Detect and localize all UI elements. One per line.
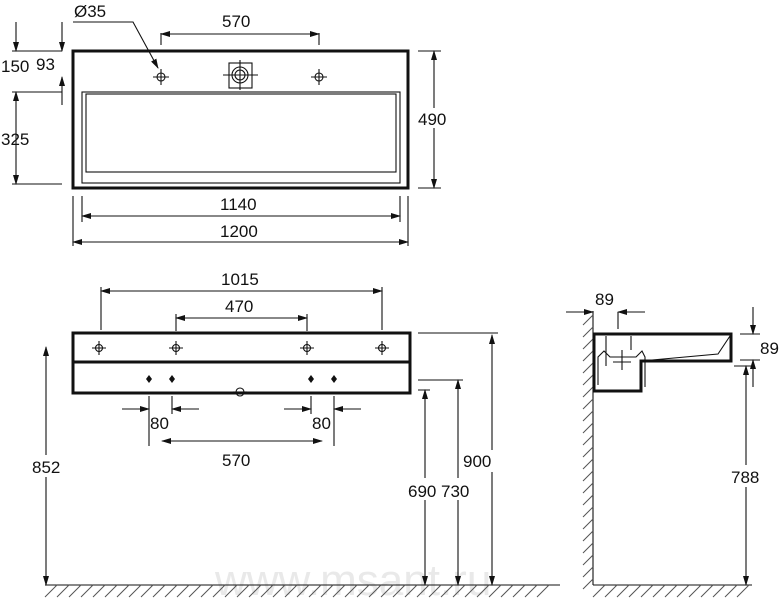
basin-bowl-inner xyxy=(85,93,397,173)
dim-690: 690 xyxy=(408,482,436,501)
watermark: www.msant.ru xyxy=(214,556,491,600)
dim-325: 325 xyxy=(1,130,29,149)
basin-bowl xyxy=(81,91,401,184)
dim-150: 150 xyxy=(1,57,29,76)
tap-hole-right xyxy=(311,69,327,85)
dim-hole-diameter: Ø35 xyxy=(74,2,106,21)
dim-80-right: 80 xyxy=(312,414,331,433)
wall-hatch xyxy=(582,314,594,590)
dim-1200: 1200 xyxy=(220,222,258,241)
dim-1015: 1015 xyxy=(221,270,259,289)
top-view: 570 Ø35 150 93 325 490 1140 1200 xyxy=(1,2,454,246)
dim-1140: 1140 xyxy=(220,195,257,214)
dim-490: 490 xyxy=(418,110,446,129)
hole-leader xyxy=(73,21,159,69)
dim-89-top: 89 xyxy=(595,290,614,309)
drain-icon xyxy=(223,60,258,90)
dim-570-front: 570 xyxy=(222,451,250,470)
dim-93: 93 xyxy=(36,55,55,74)
dim-900: 900 xyxy=(463,452,491,471)
floor-hatch xyxy=(44,584,550,598)
dim-80-left: 80 xyxy=(150,414,169,433)
dim-788: 788 xyxy=(731,468,759,487)
side-view: 89 89 788 xyxy=(566,290,779,598)
dim-570-top: 570 xyxy=(222,12,250,31)
dim-89-right: 89 xyxy=(760,339,779,358)
dim-470: 470 xyxy=(225,297,253,316)
dim-730: 730 xyxy=(441,482,469,501)
front-view: 1015 470 80 80 570 852 690 730 900 xyxy=(28,270,560,598)
dim-852: 852 xyxy=(32,458,60,477)
tap-hole-left xyxy=(153,69,169,85)
